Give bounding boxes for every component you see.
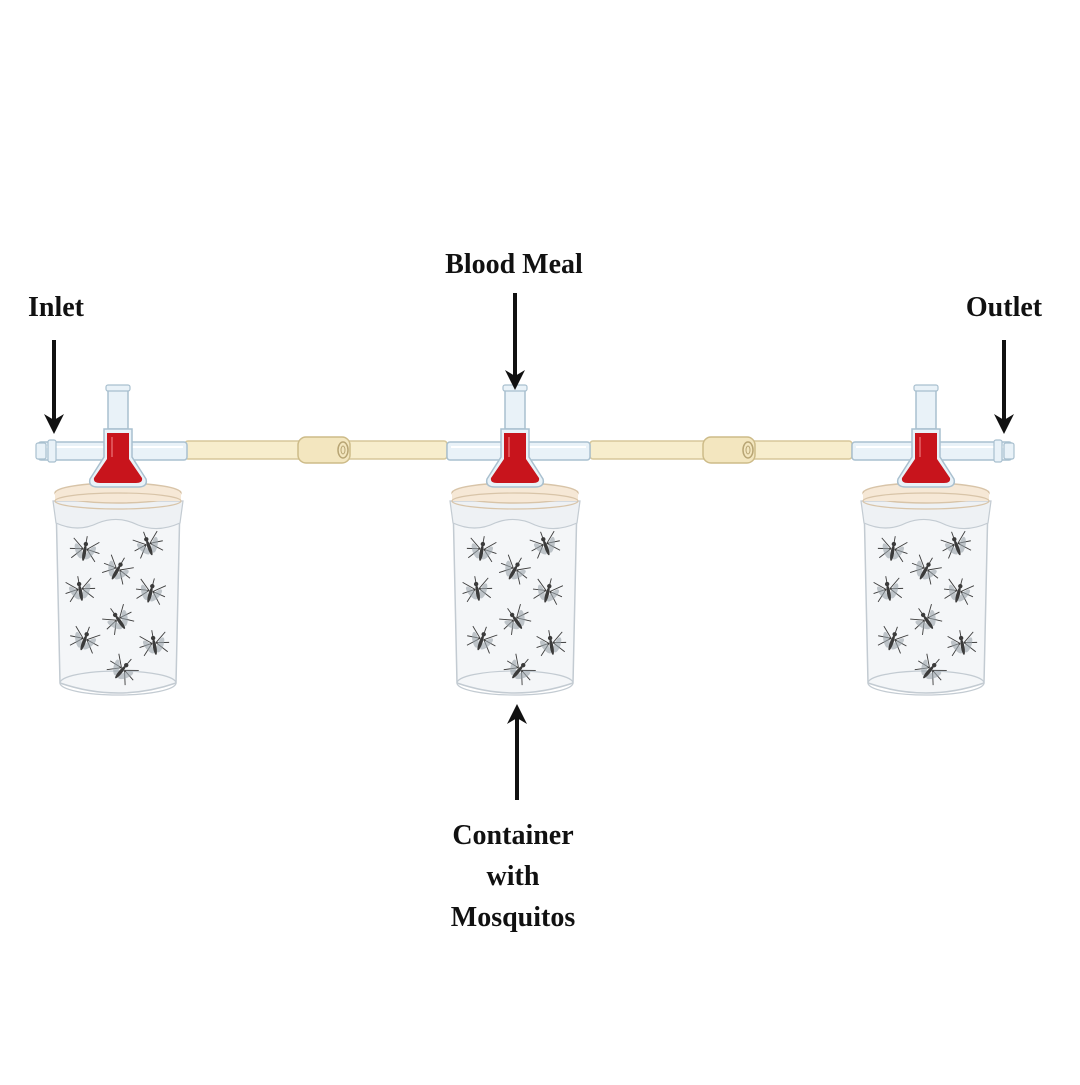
mosquito-icon [466,625,498,654]
mosquito-icon [106,653,139,686]
mosquito-icon [69,625,101,654]
mosquito-icon [132,530,164,559]
mosquito-icon [503,653,536,686]
mosquito-icon [135,578,167,605]
mosquito-icon [877,625,909,654]
mosquito-icon [914,653,947,686]
connector-tube-left [184,436,448,464]
outlet-label: Outlet [965,292,1043,323]
blood-meal [490,433,540,483]
mosquito-icon [532,578,564,605]
feeding-port [896,384,956,488]
mosquito-icon [910,604,943,635]
mosquito-icon [536,630,567,657]
container-label: Container with Mosquitos [413,815,613,938]
container-label-line-3: Mosquitos [450,902,576,933]
mosquito-icon [943,578,975,605]
mosquito-icon [873,576,904,603]
mosquito-icon [947,630,978,657]
mosquito-icon [529,530,561,559]
mosquito-container [52,482,184,696]
mosquito-icon [498,554,531,585]
mosquito-icon [139,630,170,657]
container-label-line-1: Container [452,820,574,851]
mosquito-icon [462,576,493,603]
connector-tube-right [589,436,853,464]
feeder-unit [35,384,188,696]
mosquito-container [449,482,581,696]
inlet-label: Inlet [28,292,84,323]
mosquito-icon [101,554,134,585]
mosquito-icon [69,536,100,563]
mosquito-icon [65,576,96,603]
mosquito-icon [102,604,135,635]
feeder-unit [446,384,591,696]
feeder-unit [851,384,1015,696]
mosquito-icon [940,530,972,559]
blood-meal [93,433,143,483]
mosquito-icon [909,554,942,585]
container-label-line-2: with [486,861,540,892]
blood-meal [901,433,951,483]
mosquito-container [860,482,992,696]
mosquito-icon [499,604,532,635]
blood-meal-label: Blood Meal [445,249,583,280]
feeding-port [88,384,148,488]
mosquito-icon [877,536,908,563]
mosquito-icon [466,536,497,563]
feeding-port [485,384,545,488]
